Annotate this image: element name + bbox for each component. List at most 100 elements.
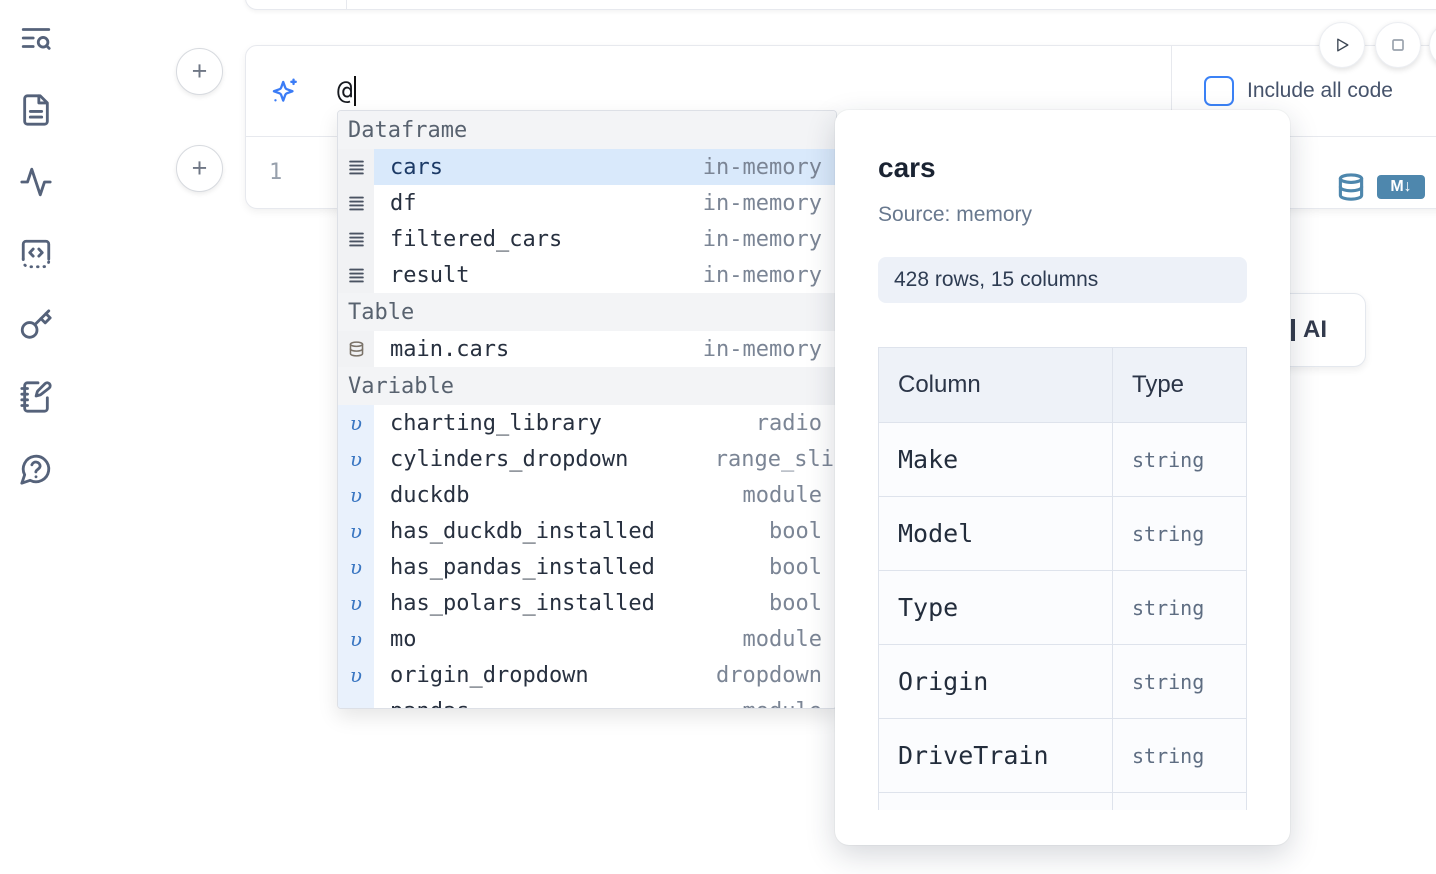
sidebar-item-variables[interactable] (19, 308, 53, 342)
item-name: main.cars (390, 336, 510, 362)
autocomplete-section-header: Variable (338, 367, 836, 405)
dataframe-icon (338, 149, 374, 185)
variable-icon: υ (338, 657, 374, 693)
stop-button[interactable] (1375, 22, 1421, 68)
activity-icon (19, 165, 53, 199)
schema-row: Origin string (878, 644, 1247, 719)
ai-prompt-value: @ (337, 76, 353, 106)
column-name: Model (898, 519, 974, 548)
column-name: Origin (898, 667, 989, 696)
play-icon (1337, 38, 1349, 52)
item-type: module (743, 699, 822, 709)
variable-glyph: υ (349, 555, 363, 579)
variable-glyph: υ (349, 447, 363, 471)
item-type: range_sli (714, 446, 834, 472)
variable-glyph: υ (349, 663, 363, 687)
variable-icon: υ (338, 441, 374, 477)
file-text-icon (19, 93, 53, 127)
database-icon[interactable] (1336, 171, 1366, 203)
column-type: string (1132, 743, 1205, 768)
previous-cell (245, 0, 1436, 10)
variable-glyph: υ (349, 591, 363, 615)
item-type: bool (769, 590, 822, 616)
item-name: cars (390, 154, 443, 180)
add-cell-above-button[interactable]: + (176, 48, 223, 95)
include-all-code-checkbox[interactable] (1204, 76, 1234, 106)
item-type: dropdown (716, 662, 822, 688)
autocomplete-item-main.cars[interactable]: main.cars in-memory (338, 331, 836, 367)
column-name: Make (898, 445, 959, 474)
ai-button-label: AI (1303, 316, 1327, 343)
variable-icon: υ (338, 513, 374, 549)
chat-question-icon (19, 452, 53, 486)
autocomplete-item-cylinders_dropdown[interactable]: υ cylinders_dropdown range_sli (338, 441, 836, 477)
item-type: module (742, 626, 822, 652)
dataframe-lines-icon (347, 230, 366, 249)
item-name: pandas (390, 699, 469, 709)
autocomplete-item-cars[interactable]: cars in-memory (338, 149, 836, 185)
stop-icon (1392, 39, 1404, 51)
item-name: origin_dropdown (390, 662, 589, 688)
text-caret (353, 76, 356, 106)
item-name: filtered_cars (390, 226, 563, 252)
column-name: DriveTrain (898, 741, 1049, 770)
autocomplete-item-filtered_cars[interactable]: filtered_cars in-memory (338, 221, 836, 257)
column-name: Type (898, 593, 959, 622)
variable-glyph: υ (349, 483, 363, 507)
dataframe-icon (338, 185, 374, 221)
item-name: cylinders_dropdown (390, 446, 629, 472)
autocomplete-item-origin_dropdown[interactable]: υ origin_dropdown dropdown (338, 657, 836, 693)
sparkles-icon (269, 76, 300, 107)
column-type: string (1132, 447, 1205, 472)
item-type: in-memory (702, 336, 822, 362)
item-type: in-memory (702, 190, 822, 216)
markdown-icon[interactable]: M↓ (1377, 175, 1425, 199)
sidebar-item-snippets[interactable] (19, 237, 53, 271)
add-cell-below-button[interactable]: + (176, 145, 223, 192)
item-type: in-memory (702, 226, 822, 252)
sidebar-item-toc-search[interactable] (19, 21, 53, 55)
item-type: in-memory (702, 262, 822, 288)
schema-row: Make string (878, 422, 1247, 497)
code-editor[interactable]: 1 (246, 137, 1436, 208)
schema-header-type: Type (1112, 347, 1247, 423)
autocomplete-item-pandas[interactable]: υ pandas module (338, 693, 836, 709)
sidebar-item-logs[interactable] (19, 165, 53, 199)
variable-icon: υ (338, 693, 374, 708)
database-icon (348, 340, 365, 358)
cell-vertical-divider (1171, 46, 1172, 136)
item-type: in-memory (702, 154, 822, 180)
include-all-code-label: Include all code (1247, 79, 1393, 102)
variable-icon: υ (338, 549, 374, 585)
sidebar-item-files[interactable] (19, 93, 53, 127)
variable-icon: υ (338, 405, 374, 441)
ai-prompt-input[interactable]: @ (246, 46, 1171, 136)
variable-glyph: υ (350, 699, 362, 708)
previous-cell-divider (346, 0, 347, 9)
column-type: string (1132, 669, 1205, 694)
variable-glyph: υ (349, 627, 363, 651)
run-cell-button[interactable] (1319, 22, 1365, 68)
dataframe-icon (338, 257, 374, 293)
variable-glyph: υ (349, 519, 363, 543)
sidebar-item-help[interactable] (19, 452, 53, 486)
schema-row: DriveTrain string (878, 718, 1247, 793)
code-snippet-icon (19, 237, 53, 271)
sidebar-item-scratchpad[interactable] (19, 380, 53, 414)
dataframe-preview-card: cars Source: memory 428 rows, 15 columns… (835, 110, 1290, 845)
autocomplete-section-header: Dataframe (338, 111, 836, 149)
preview-shape-badge: 428 rows, 15 columns (878, 257, 1247, 303)
column-type: string (1132, 595, 1205, 620)
helper-sidebar (0, 0, 72, 874)
